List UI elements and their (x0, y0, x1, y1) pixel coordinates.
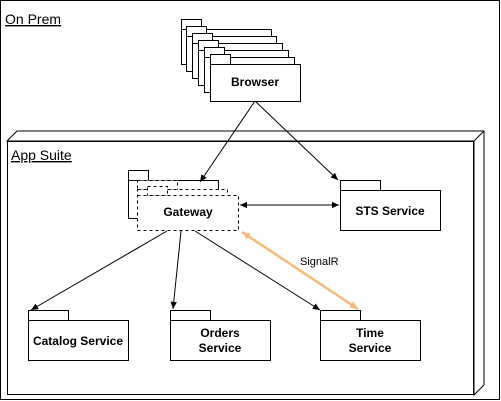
edge-gateway-catalog (30, 230, 168, 311)
signalr-label: SignalR (300, 256, 339, 268)
edge-browser-sts (254, 100, 339, 181)
time-service-box (320, 320, 421, 361)
orders-service-label-line2: Service (199, 341, 242, 355)
time-service-label-line1: Time (356, 326, 384, 340)
catalog-service-label: Catalog Service (33, 334, 123, 348)
browser-label: Browser (231, 75, 279, 89)
catalog-service-box (28, 320, 129, 361)
edges: SignalR (30, 100, 359, 311)
browser-box (210, 64, 301, 102)
sts-service-box (340, 190, 441, 231)
time-service-label-line2: Service (349, 341, 392, 355)
on-prem-label: On Prem (5, 11, 61, 27)
orders-service-box (170, 320, 271, 361)
sts-service-label: STS Service (355, 204, 425, 218)
orders-service-node[interactable]: Orders Service (170, 310, 271, 361)
gateway-box (137, 195, 239, 231)
gateway-node[interactable]: Gateway (128, 170, 239, 231)
orders-service-label-line1: Orders (200, 326, 240, 340)
edge-signalr (241, 230, 359, 311)
catalog-service-node[interactable]: Catalog Service (28, 310, 129, 361)
browser-node[interactable]: Browser (181, 19, 301, 102)
app-suite-label: App Suite (11, 147, 72, 163)
time-service-node[interactable]: Time Service (320, 310, 421, 361)
gateway-label: Gateway (163, 205, 213, 219)
edge-browser-gateway (199, 100, 256, 183)
sts-service-node[interactable]: STS Service (340, 180, 441, 231)
edge-gateway-orders (170, 230, 182, 310)
